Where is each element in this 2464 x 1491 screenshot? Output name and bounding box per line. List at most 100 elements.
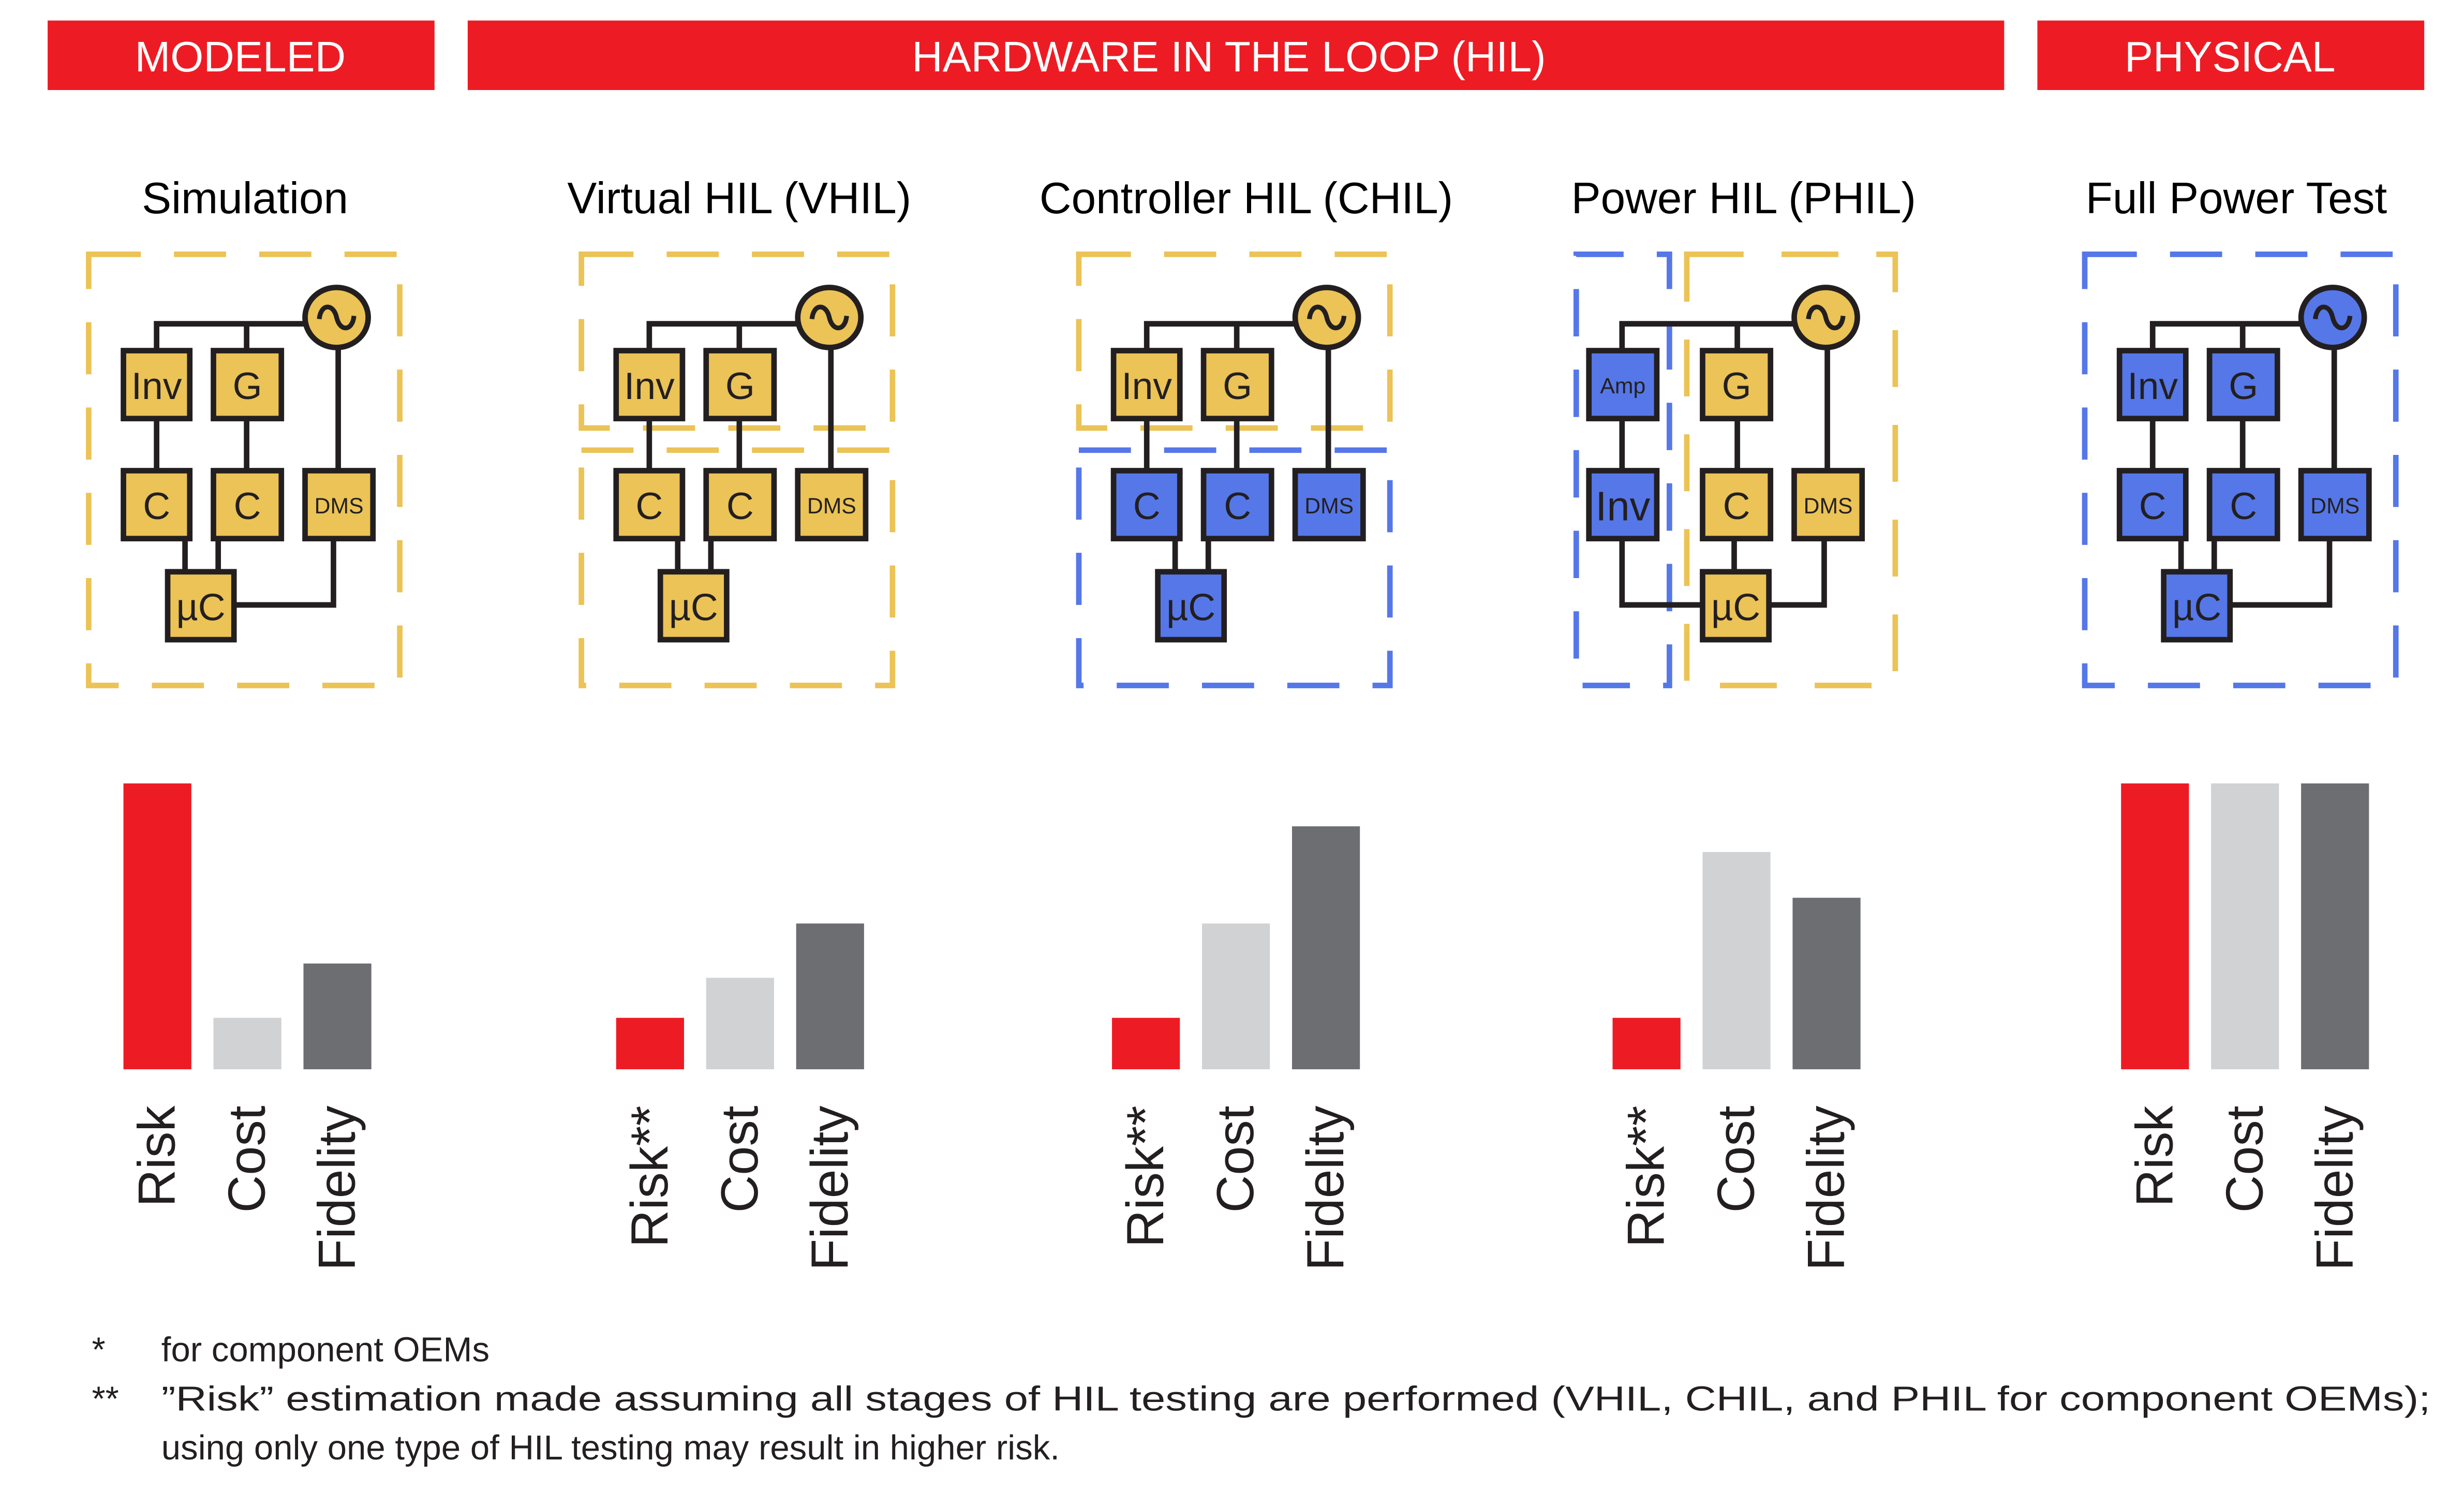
node-generator-box xyxy=(703,348,777,422)
node-inverter: Inv xyxy=(1110,348,1183,422)
footnote-1-text: for component OEMs xyxy=(161,1331,489,1369)
node-microcontroller-label: µC xyxy=(1711,586,1760,628)
node-controller-2-box xyxy=(211,468,285,542)
header-hil-bar xyxy=(467,20,2005,90)
bar-label-cost: Cost xyxy=(1207,1105,1265,1213)
node-inverter-label: Inv xyxy=(2127,365,2178,407)
node-controller-2-label: C xyxy=(2230,485,2257,527)
footnote-2-text-line-1: ”Risk” estimation made assuming all stag… xyxy=(161,1379,2431,1418)
node-microcontroller-label: µC xyxy=(176,586,226,628)
node-controller-1-box xyxy=(2116,468,2189,542)
node-controller-1-box xyxy=(613,468,686,542)
bar-label-fidelity: Fidelity xyxy=(801,1105,859,1271)
stage-title-phil: Power HIL (PHIL) xyxy=(1571,174,1916,223)
node-dms-box xyxy=(2298,468,2372,542)
bar-label-cost: Cost xyxy=(2216,1105,2274,1213)
node-dms-label: DMS xyxy=(1304,494,1354,519)
bar-fidelity xyxy=(1792,897,1861,1070)
bar-risk xyxy=(123,783,191,1070)
stage-title-vhil: Virtual HIL (VHIL) xyxy=(567,174,911,223)
node-generator-label: G xyxy=(1722,365,1751,407)
bar-risk xyxy=(2121,783,2189,1070)
footnotes: * for component OEMs ** ”Risk” estimatio… xyxy=(92,1331,2431,1467)
node-controller-1-box xyxy=(1110,468,1183,542)
node-controller-label: C xyxy=(1723,485,1750,527)
node-microcontroller-box xyxy=(1700,569,1772,643)
header-modeled-bar xyxy=(48,20,435,90)
node-generator-label: G xyxy=(2229,365,2258,407)
sine-wave-icon xyxy=(317,304,357,331)
bar-cost xyxy=(213,1017,281,1070)
node-generator: G xyxy=(2206,348,2280,422)
node-controller-2: C xyxy=(2206,468,2280,542)
bar-label-cost: Cost xyxy=(1708,1105,1765,1213)
bar-label-fidelity: Fidelity xyxy=(2306,1105,2364,1271)
bar-label-risk: Risk** xyxy=(1117,1105,1175,1247)
bar-label-fidelity: Fidelity xyxy=(1297,1105,1355,1271)
bar-label-fidelity: Fidelity xyxy=(308,1105,366,1271)
node-dms: DMS xyxy=(1791,468,1865,542)
node-microcontroller-label: µC xyxy=(669,586,718,628)
header-hil-label: HARDWARE IN THE LOOP (HIL) xyxy=(912,33,1546,81)
node-controller-1-label: C xyxy=(143,485,170,527)
node-dms: DMS xyxy=(2298,468,2372,542)
node-controller-1-label: C xyxy=(2139,485,2166,527)
boundary-box xyxy=(2082,252,2399,688)
node-controller-2-box xyxy=(2206,468,2280,542)
stage-title-full-power: Full Power Test xyxy=(2086,174,2387,223)
node-dms-box xyxy=(1292,468,1366,542)
node-amplifier-label: Amp xyxy=(1600,374,1645,398)
uc-dms-wire xyxy=(1769,538,1827,608)
bar-label-risk: Risk** xyxy=(1617,1105,1675,1247)
node-generator: G xyxy=(703,348,777,422)
node-generator-label: G xyxy=(1223,365,1252,407)
node-dms-label: DMS xyxy=(1804,494,1853,519)
node-microcontroller: µC xyxy=(1700,569,1772,643)
node-controller-2-box xyxy=(1200,468,1274,542)
bar-cost xyxy=(1702,852,1771,1070)
bar-label-risk: Risk xyxy=(128,1105,186,1207)
bus-wire xyxy=(1619,321,1798,351)
node-controller-1-label: C xyxy=(1133,485,1161,527)
node-inverter-label: Inv xyxy=(131,365,182,407)
node-dms-label: DMS xyxy=(315,494,364,519)
node-controller-2-box xyxy=(703,468,777,542)
ac-source-icon xyxy=(1791,285,1860,350)
bar-group-4: Risk Cost Fidelity xyxy=(2121,783,2369,1271)
node-inverter-label: Inv xyxy=(1121,365,1172,407)
node-controller: C xyxy=(1700,468,1774,542)
node-generator: G xyxy=(1200,348,1274,422)
node-inverter-box xyxy=(2116,348,2189,422)
node-inverter-box xyxy=(1110,348,1183,422)
node-microcontroller: µC xyxy=(2161,569,2233,643)
boundary-box-lower xyxy=(1076,447,1393,688)
node-inverter: Inv xyxy=(2116,348,2189,422)
bar-risk xyxy=(616,1017,684,1070)
category-headers: MODELED HARDWARE IN THE LOOP (HIL) PHYSI… xyxy=(48,20,2425,90)
bus-wire xyxy=(1144,321,1297,351)
ac-source-icon xyxy=(1292,285,1361,350)
bar-fidelity xyxy=(796,923,864,1070)
inv-uc-wire xyxy=(1619,538,1703,608)
bar-fidelity xyxy=(2301,783,2369,1070)
header-modeled-label: MODELED xyxy=(135,33,346,81)
node-dms-label: DMS xyxy=(2310,494,2359,519)
bar-label-fidelity: Fidelity xyxy=(1798,1105,1856,1271)
bar-group-2: Risk** Cost Fidelity xyxy=(1112,826,1360,1271)
node-controller-1: C xyxy=(2116,468,2189,542)
node-inverter-label: Inv xyxy=(1595,483,1650,529)
stage-title-chil: Controller HIL (CHIL) xyxy=(1040,174,1453,223)
ac-source-icon xyxy=(302,285,371,350)
boundary-box xyxy=(86,252,403,688)
node-inverter-label: Inv xyxy=(624,365,675,407)
bar-label-risk: Risk xyxy=(2126,1105,2184,1207)
node-controller-box xyxy=(1700,468,1774,542)
node-generator: G xyxy=(1700,348,1774,422)
uc-dms-wire xyxy=(234,538,336,608)
